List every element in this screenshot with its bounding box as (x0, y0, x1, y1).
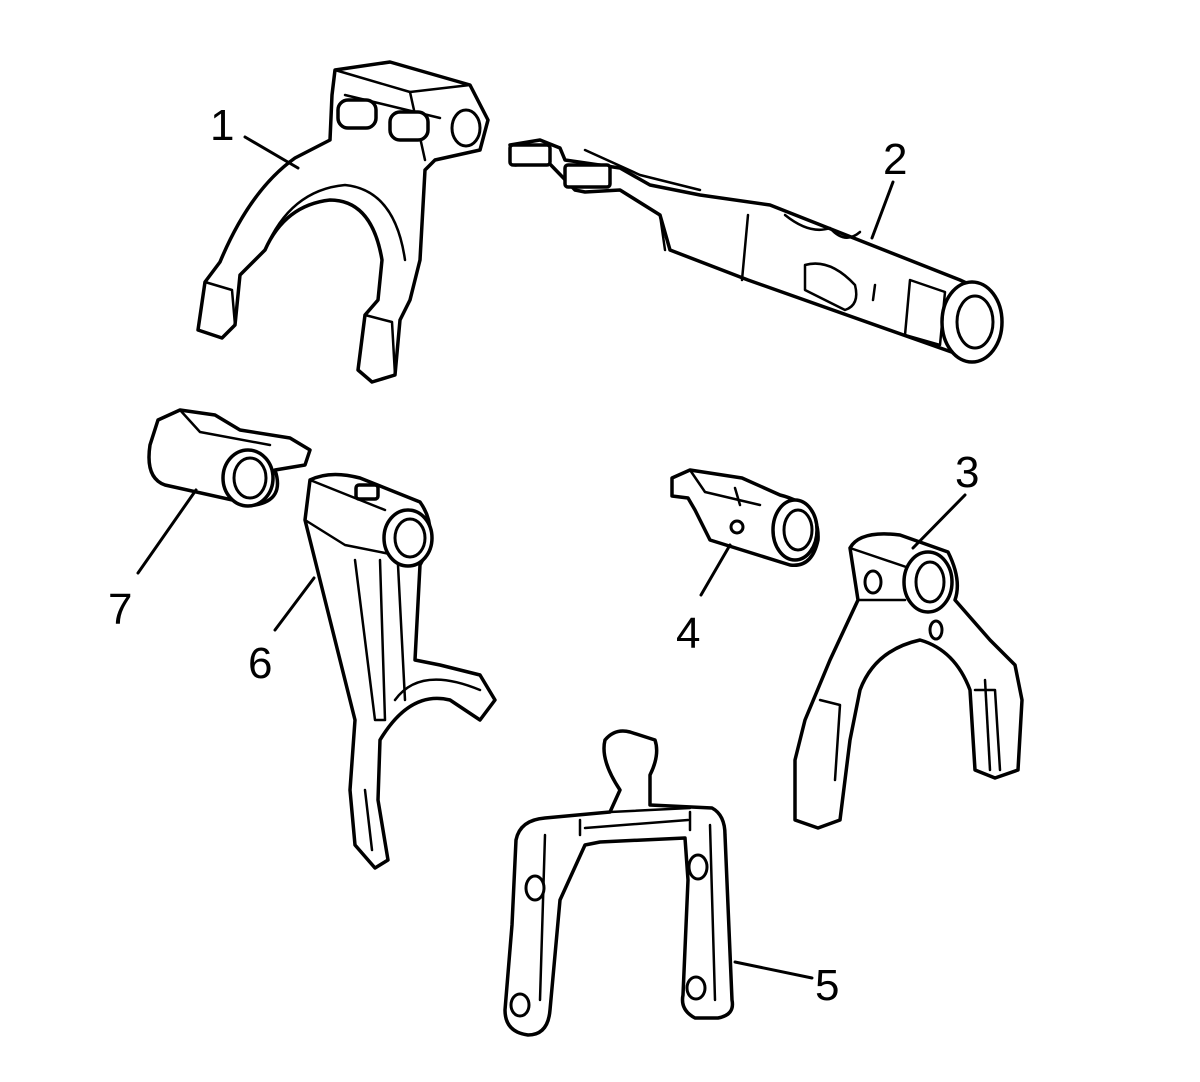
callout-4: 4 (676, 609, 700, 658)
leader-5 (733, 960, 814, 980)
leader-lines (136, 135, 967, 980)
callout-3: 3 (955, 448, 979, 497)
part-3-shift-fork (793, 532, 1024, 830)
callout-labels: 1 2 3 4 5 6 7 (108, 101, 979, 1010)
leader-3 (911, 493, 967, 550)
callout-2: 2 (883, 135, 907, 184)
leader-1 (243, 135, 300, 170)
leader-2 (870, 180, 895, 240)
part-2-shift-rail (508, 138, 1004, 364)
leader-6 (273, 576, 316, 632)
leader-4 (699, 543, 732, 597)
part-6-shift-fork (303, 472, 497, 870)
part-7-sleeve (147, 408, 312, 508)
callout-1: 1 (210, 101, 234, 150)
callout-5: 5 (815, 961, 839, 1010)
callout-6: 6 (248, 639, 272, 688)
leader-7 (136, 488, 198, 575)
part-1-shift-fork (196, 60, 490, 384)
part-4-sleeve (670, 468, 820, 568)
callout-7: 7 (108, 585, 132, 634)
part-5-bracket (503, 729, 735, 1037)
